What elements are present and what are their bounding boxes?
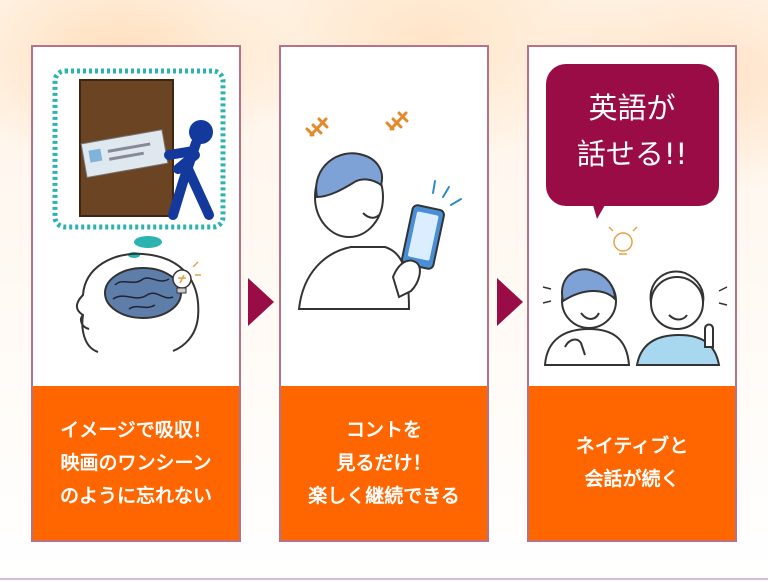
caption-line: 映画のワンシーン [60,451,212,474]
card-caption: ネイティブと 会話が続く [529,386,735,540]
card-caption: イメージで吸収！ 映画のワンシーン のように忘れない [33,386,239,540]
caption-line: 見るだけ！ [336,451,432,474]
caption-line: 会話が続く [584,468,680,490]
caption-line: 楽しく継続できる [308,484,460,507]
card-image-memory: イメージで吸収！ 映画のワンシーン のように忘れない [31,45,241,542]
caption-line: ネイティブと [575,435,689,457]
caption-line: のように忘れない [59,484,212,507]
bottom-divider [0,578,768,580]
card-caption: コントを 見るだけ！ 楽しく継続できる [281,386,487,540]
illustration-brain-memory [52,68,226,353]
arrow-right-icon [248,278,274,326]
arrow-right-icon [497,278,523,326]
speech-bubble-line2: 話せる!! [577,137,687,171]
caption-line: イメージで吸収！ [60,418,212,441]
speech-bubble-line1: 英語が [588,91,675,125]
card-conversation: 英語が 話せる!! ネイティブと 会話が続く [527,45,737,542]
card-watch-skits: コントを 見るだけ！ 楽しく継続できる [279,45,489,542]
illustration-person-phone [297,111,462,310]
caption-line: コントを [345,418,422,441]
illustration-conversation: 英語が 話せる!! [542,64,728,366]
